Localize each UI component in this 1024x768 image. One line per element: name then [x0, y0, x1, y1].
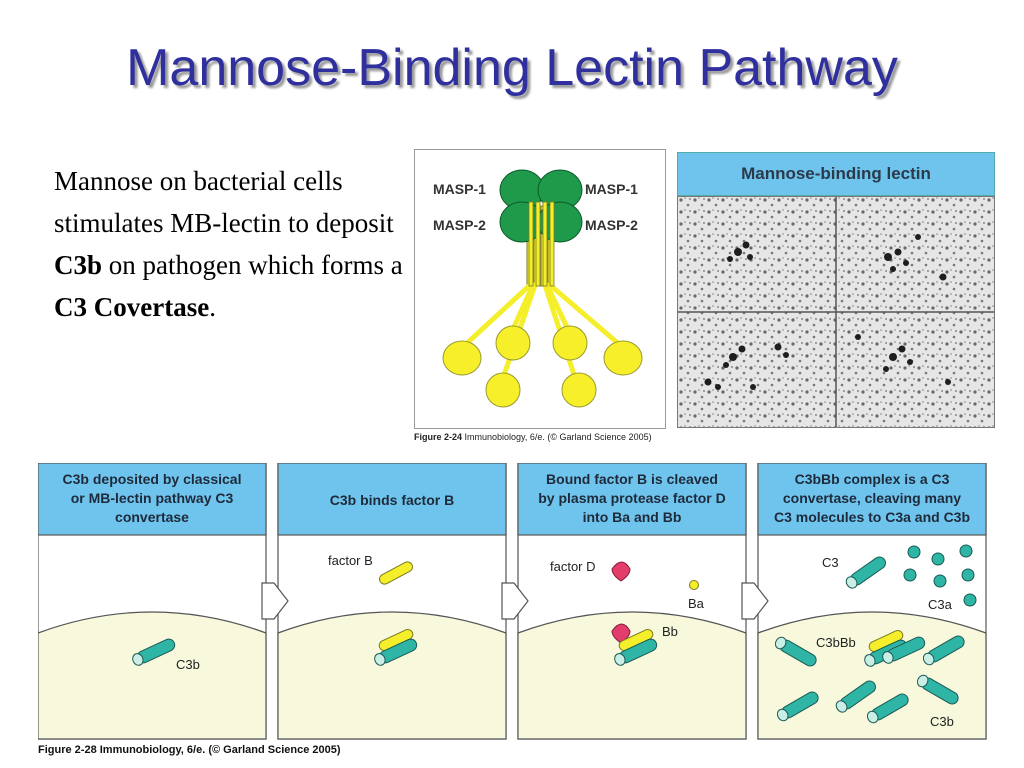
label-masp2-right: MASP-2: [585, 217, 638, 233]
label-p3-ba: Ba: [688, 596, 705, 611]
description-paragraph: Mannose on bacterial cells stimulates MB…: [54, 160, 404, 328]
head: [603, 340, 643, 376]
panel-4-header-line-3: C3 molecules to C3a and C3b: [774, 509, 970, 525]
panel-3: [517, 463, 747, 740]
panel-1: [38, 463, 267, 740]
label-p2-factor-b: factor B: [328, 553, 373, 568]
label-p3-factor-d: factor D: [550, 559, 596, 574]
slide-title: Mannose-Binding Lectin Pathway: [126, 39, 898, 97]
c3-convertase-diagram: C3b deposited by classical or MB-lectin …: [38, 463, 987, 740]
stalk-overlay: [528, 201, 555, 287]
panel-1-header-line-3: convertase: [115, 509, 189, 525]
label-p4-c3: C3: [822, 555, 839, 570]
lectin-arms: [462, 282, 623, 381]
carbohydrate-recognition-heads: [442, 325, 643, 408]
head: [561, 372, 597, 408]
label-p1-c3b: C3b: [176, 657, 200, 672]
panel-1-header-line-2: or MB-lectin pathway C3: [71, 490, 234, 506]
panel-2: [277, 463, 507, 740]
arrow-3-4: [741, 582, 769, 620]
arm: [462, 282, 533, 348]
panel-3-header-line-1: Bound factor B is cleaved: [546, 471, 718, 487]
figure-2-24-caption: Figure 2-24 Immunobiology, 6/e. (© Garla…: [414, 432, 652, 442]
label-p4-c3a: C3a: [928, 597, 953, 612]
factor-d-bound: [611, 623, 631, 644]
mbl-structure-panel: MASP-1 MASP-2 MASP-1 MASP-2: [414, 149, 666, 429]
panel-1-header-line-1: C3b deposited by classical: [63, 471, 242, 487]
panel-4-header-line-1: C3bBb complex is a C3: [795, 471, 950, 487]
head: [552, 325, 588, 361]
label-p4-c3bbb: C3bBb: [816, 635, 856, 650]
ba-fragment: [689, 580, 699, 590]
para-text-1: Mannose on bacterial cells stimulates MB…: [54, 166, 394, 238]
head: [442, 340, 482, 376]
head: [485, 372, 521, 408]
c3a-fragments: [903, 544, 977, 607]
panel-3-header-line-3: into Ba and Bb: [583, 509, 682, 525]
label-p3-bb: Bb: [662, 624, 678, 639]
para-bold-c3b: C3b: [54, 250, 103, 280]
label-masp1-left: MASP-1: [433, 181, 486, 197]
lectin-particles: [704, 234, 951, 390]
electron-micrograph: [677, 196, 995, 428]
label-p4-c3b: C3b: [930, 714, 954, 729]
flow-arrows: [261, 582, 769, 620]
arrow-2-3: [501, 582, 529, 620]
panel-2-header-line-1: C3b binds factor B: [330, 492, 454, 508]
label-masp1-right: MASP-1: [585, 181, 638, 197]
para-text-2: on pathogen which forms a: [102, 250, 403, 280]
arrow-1-2: [261, 582, 289, 620]
panel-3-header-line-2: by plasma protease factor D: [538, 490, 726, 506]
panel-4-header-line-2: convertase, cleaving many: [783, 490, 961, 506]
figure-2-28-caption: Figure 2-28 Immunobiology, 6/e. (© Garla…: [38, 744, 341, 756]
mbl-structure-diagram: MASP-1 MASP-2 MASP-1 MASP-2: [433, 169, 643, 408]
para-bold-convertase: C3 Covertase: [54, 292, 210, 322]
arm: [547, 282, 623, 348]
factor-d-molecule: [611, 561, 631, 582]
micrograph-title: Mannose-binding lectin: [677, 152, 995, 196]
head: [495, 325, 531, 361]
para-text-3: .: [209, 292, 216, 322]
label-masp2-left: MASP-2: [433, 217, 486, 233]
micrograph-texture: [678, 197, 994, 427]
